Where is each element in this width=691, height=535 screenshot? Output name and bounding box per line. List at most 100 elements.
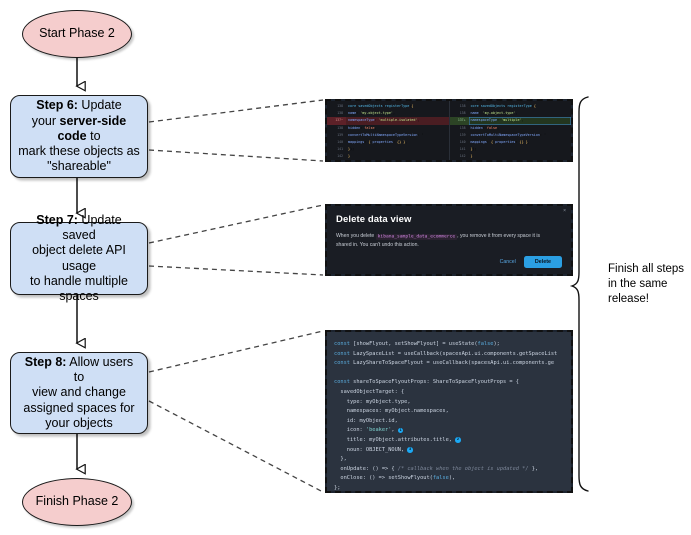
step8-line1-rest: Allow users to <box>66 354 134 385</box>
code-annotation-badge: 2 <box>455 437 461 444</box>
diff-line-number: 137~ <box>327 117 346 125</box>
diff-row: 138 hidden: false, <box>450 125 572 132</box>
diff-viewer: 138 core.savedObjects.registerType({ 138 n… <box>327 101 571 160</box>
step6-line2-a: your <box>31 113 60 128</box>
diff-line-code: hidden: false, <box>470 125 500 130</box>
screenshot-code-diff[interactable]: 138 core.savedObjects.registerType({ 138 n… <box>325 99 573 162</box>
diff-line-number: 138 <box>337 104 343 108</box>
step7-line1-bold: Step 7: <box>36 212 78 227</box>
diff-row: 140 mappings: { properties: {} }, <box>327 139 449 146</box>
diff-row: 139 convertToMultiNamespaceTypeVersion: … <box>450 132 572 139</box>
code-annotation-badge: 1 <box>397 427 404 434</box>
diff-row: 140 mappings: { properties: {} }, <box>450 139 572 146</box>
node-step-6[interactable]: Step 6: Update your server-side code to … <box>10 95 148 178</box>
code-block: const [showFlyout, setShowFlyout] = useS… <box>327 332 571 491</box>
callout-step7-bottom <box>148 265 324 276</box>
diff-line-number: 142 <box>459 154 466 159</box>
code-line: const LazySpaceList = useCallback(spaces… <box>334 350 558 357</box>
diff-row: 137~ namespaceType: 'multiple-isolated', <box>327 117 449 125</box>
diff-line-code: hidden: false, <box>348 125 377 130</box>
cancel-button[interactable]: Cancel <box>499 258 516 265</box>
diff-row: 138 hidden: false, <box>327 125 449 132</box>
node-step-8-text: Step 8: Allow users to view and change a… <box>18 355 140 431</box>
code-line: noun: OBJECT_NOUN, 3 <box>334 446 413 453</box>
diff-line-number: 138 <box>337 111 343 116</box>
code-line: type: myObject.type, <box>334 398 411 405</box>
callout-step6-top <box>148 99 324 123</box>
code-line <box>334 369 564 379</box>
diff-line-code: } <box>470 154 473 159</box>
diff-line-code: mappings: { properties: {} }, <box>348 139 408 144</box>
diff-line-number: 141 <box>337 147 343 152</box>
step7-line1-rest: Update saved <box>62 212 122 242</box>
diff-row: 142} <box>327 153 449 160</box>
node-step-7[interactable]: Step 7: Update saved object delete API u… <box>10 213 148 303</box>
annotation-line-1: Finish all steps <box>608 263 685 275</box>
step8-line3: assigned spaces for <box>23 400 135 415</box>
node-step-6-text: Step 6: Update your server-side code to … <box>18 98 140 174</box>
diff-row: 137+ namespaceType: 'multiple', <box>449 117 571 125</box>
callout-step8-bottom <box>148 400 324 493</box>
dialog-inline-code: kibana_sample_data_ecommerce <box>375 233 458 240</box>
node-start-label: Start Phase 2 <box>39 26 115 41</box>
diff-pane-before: 138 core.savedObjects.registerType({ 138 n… <box>327 101 450 160</box>
diff-line-number: 142 <box>337 154 343 159</box>
diff-line-code: } <box>348 154 351 159</box>
diff-line-code: mappings: { properties: {} }, <box>470 139 530 144</box>
diff-line-code: name: 'my-object-type', <box>470 111 518 116</box>
delete-button[interactable]: Delete <box>523 255 562 268</box>
code-line: title: myObject.attributes.title, 2 <box>334 436 461 444</box>
step6-line3: mark these objects as <box>18 144 140 159</box>
step8-line1-bold: Step 8: <box>24 354 67 369</box>
code-line: }, <box>334 456 347 463</box>
grouping-brace <box>569 96 589 492</box>
code-line: const shareToSpaceFlyoutProps: ShareToSp… <box>334 379 519 386</box>
callout-step6-bottom <box>148 149 324 162</box>
dialog-title: Delete data view <box>336 214 412 225</box>
callout-step7-top <box>148 204 324 244</box>
diff-line-code: core.savedObjects.registerType({ <box>470 104 536 108</box>
diff-line-code: name: 'my-object-type', <box>348 111 395 116</box>
code-line: icon: 'beaker', 1 <box>334 427 404 434</box>
diff-line-number: 138 <box>459 111 466 116</box>
node-finish-phase-2[interactable]: Finish Phase 2 <box>22 478 132 526</box>
code-line: }; <box>334 484 341 491</box>
diff-line-number: 138 <box>459 104 466 108</box>
node-start-phase-2[interactable]: Start Phase 2 <box>22 10 132 58</box>
diff-line-number: 140 <box>459 139 466 144</box>
diff-line-code: convertToMultiNamespaceTypeVersion: ' <box>348 132 424 137</box>
code-line: onUpdate: () => { /* callback when the o… <box>334 465 539 472</box>
code-line: const [showFlyout, setShowFlyout] = useS… <box>334 341 500 347</box>
diff-row: 142} <box>450 153 572 160</box>
close-icon[interactable]: × <box>563 208 566 214</box>
code-line: id: myObject.id, <box>334 417 398 424</box>
diff-line-number: 138 <box>337 125 343 130</box>
step6-line2-bold: server-side code <box>57 113 127 143</box>
screenshot-flyout-code[interactable]: const [showFlyout, setShowFlyout] = useS… <box>325 330 573 493</box>
diff-line-number: 138 <box>459 125 466 130</box>
node-step-8[interactable]: Step 8: Allow users to view and change a… <box>10 352 148 434</box>
diff-row: 139 convertToMultiNamespaceTypeVersion: … <box>327 132 449 139</box>
step6-line1-bold: Step 6: <box>36 98 78 113</box>
code-line: namespaces: myObject.namespaces, <box>334 408 449 415</box>
dialog-actions: Cancel Delete <box>499 255 562 268</box>
diff-line-number: 137+ <box>449 117 469 125</box>
dialog-body: When you delete kibana_sample_data_ecomm… <box>336 232 541 249</box>
diff-line-code: }); <box>470 147 477 152</box>
code-annotation-badge: 3 <box>407 447 413 453</box>
diff-row: 138 core.savedObjects.registerType({ <box>450 103 572 110</box>
delete-data-view-modal: × Delete data view When you delete kiban… <box>327 206 571 274</box>
step7-line3: to handle multiple spaces <box>30 273 128 303</box>
node-finish-label: Finish Phase 2 <box>35 494 119 509</box>
diff-line-code: core.savedObjects.registerType({ <box>348 104 414 108</box>
diff-row: 138 core.savedObjects.registerType({ <box>327 103 449 110</box>
dialog-body-after: , you remove it from every space it is s… <box>336 233 541 248</box>
step8-line4: your objects <box>45 415 113 430</box>
diff-row: 141}); <box>327 146 449 153</box>
callout-step8-top <box>148 330 324 373</box>
screenshot-delete-dialog[interactable]: × Delete data view When you delete kiban… <box>325 204 573 276</box>
diff-line-number: 139 <box>459 132 466 137</box>
node-step-7-text: Step 7: Update saved object delete API u… <box>18 213 140 305</box>
diff-line-number: 141 <box>459 147 466 152</box>
